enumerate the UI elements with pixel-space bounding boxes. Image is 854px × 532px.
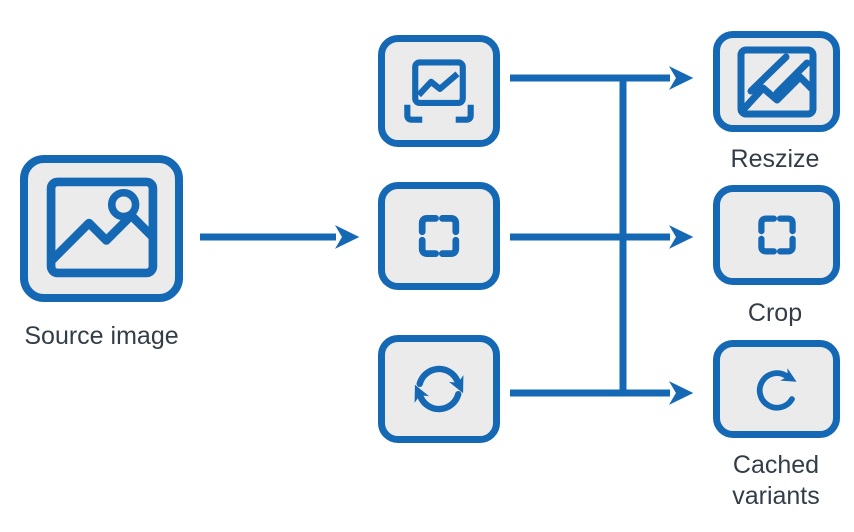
output-cached-variants-label: Cached variants [732,451,820,510]
sync-icon [414,365,464,413]
output-cached-variants-node [713,340,840,438]
crop-icon [418,215,460,257]
output-crop-node [713,185,840,285]
operation-resize-node [378,35,500,147]
image-fit-icon [404,58,474,123]
operation-sync-node [378,335,500,443]
source-image-node [20,155,183,302]
source-image-label: Source image [24,322,179,350]
output-resize-label: Reszize [730,145,820,173]
output-resize-node [713,31,840,132]
image-icon [46,177,157,278]
crop-icon [757,215,796,255]
output-crop-label: Crop [747,299,803,327]
refresh-icon [756,368,797,411]
operation-crop-node [378,182,500,290]
resized-image-icon [737,46,816,117]
